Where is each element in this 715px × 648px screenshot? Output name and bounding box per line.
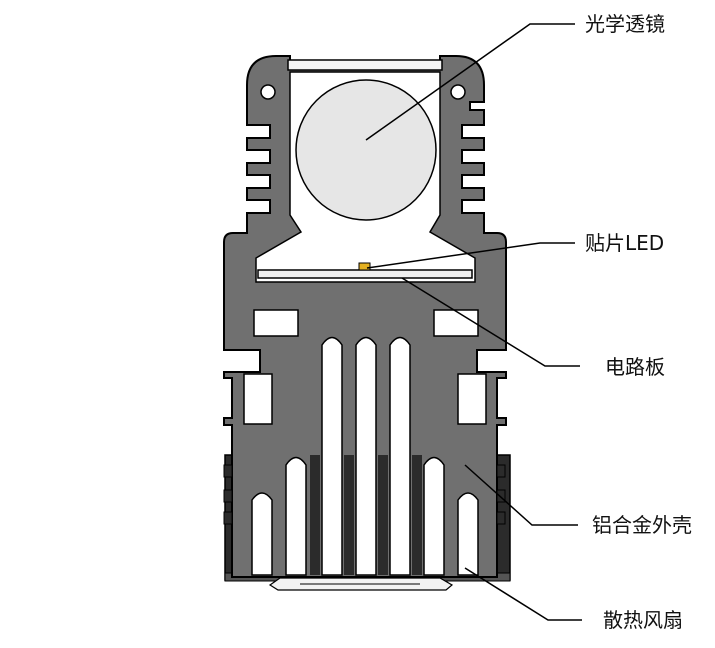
lens-label: 光学透镜: [585, 12, 665, 36]
pcb-leader-line: [401, 277, 580, 367]
lens-leader-line: [365, 23, 575, 141]
pcb-label: 电路板: [605, 355, 665, 379]
fan-leader-line: [464, 567, 582, 621]
housing-label: 铝合金外壳: [592, 513, 692, 537]
led-leader-line: [366, 242, 575, 269]
circuit-board: [257, 269, 473, 279]
smd-led: [358, 262, 371, 271]
optical-lens: [295, 79, 437, 221]
fan-label: 散热风扇: [603, 608, 683, 632]
housing-leader-line: [464, 464, 578, 526]
led-label: 贴片LED: [585, 231, 664, 255]
